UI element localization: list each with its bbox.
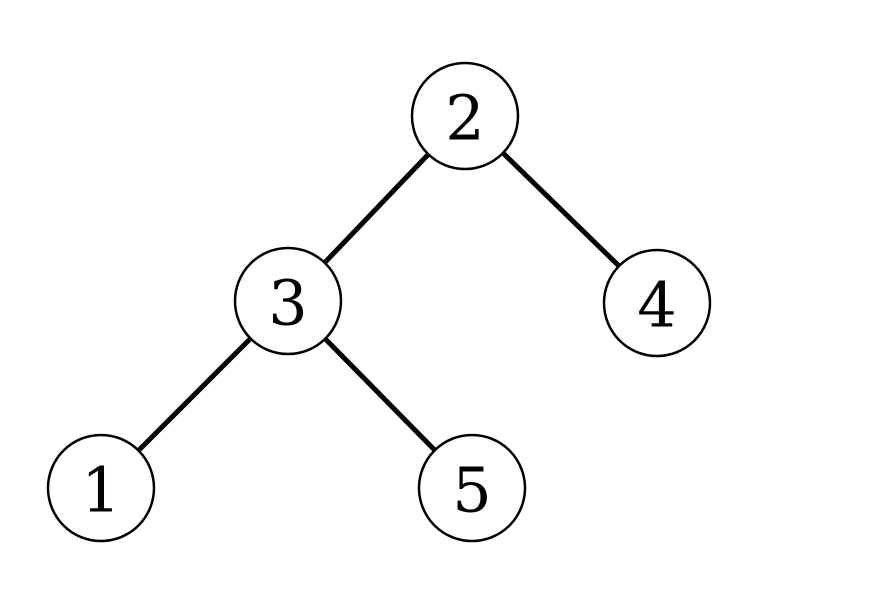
tree-node-circle [233,246,343,356]
tree-node-label: 1 [81,454,120,527]
tree-node-left-right: 5 [417,433,527,543]
tree-node-label: 5 [452,454,491,527]
tree-node-circle [46,433,156,543]
tree-node-label: 2 [445,82,484,155]
tree-node-label: 3 [268,267,307,340]
tree-node-circle [410,61,520,171]
tree-node-circle [417,433,527,543]
tree-node-left-left: 1 [46,433,156,543]
tree-node-root: 2 [410,61,520,171]
tree-node-label: 4 [637,269,676,342]
tree-node-left: 3 [233,246,343,356]
tree-node-circle [602,248,712,358]
tree-node-right: 4 [602,248,712,358]
